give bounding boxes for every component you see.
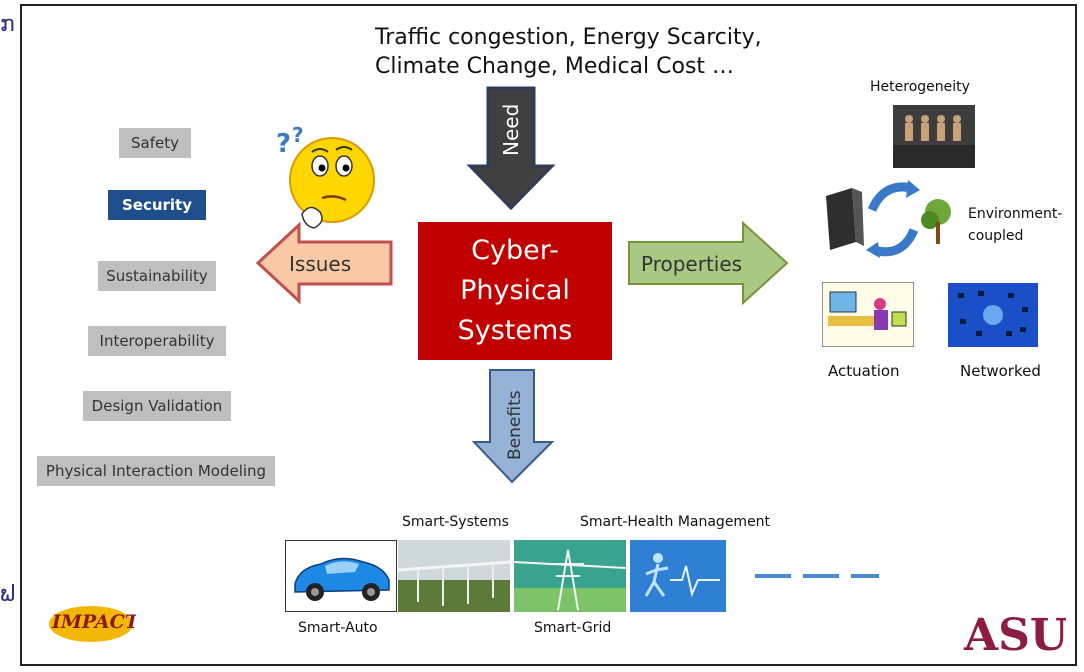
heterogeneity-image	[893, 105, 975, 168]
edge-mark-bottom-icon: ຟ	[0, 582, 16, 607]
svg-text:?: ?	[276, 129, 291, 159]
smart-auto-image	[285, 540, 397, 612]
issue-sustainability: Sustainability	[98, 261, 216, 291]
cps-block: Cyber- Physical Systems	[418, 222, 612, 360]
title-line-2: Climate Change, Medical Cost …	[375, 54, 735, 79]
environment-coupled-label: Environment- coupled	[968, 203, 1062, 247]
smart-health-image	[630, 540, 726, 612]
smart-systems-image	[398, 540, 510, 612]
slide-title: Traffic congestion, Energy Scarcity, Cli…	[375, 23, 762, 81]
issue-interoperability: Interoperability	[88, 326, 226, 356]
benefits-arrow: Benefits	[471, 369, 555, 484]
smart-systems-label: Smart-Systems	[402, 514, 509, 530]
cps-line-1: Cyber-	[471, 235, 559, 266]
properties-label: Properties	[641, 252, 742, 276]
edge-mark-top-icon: ກ	[0, 12, 15, 37]
actuation-image	[822, 282, 914, 347]
asu-logo-icon: ASU	[963, 610, 1066, 658]
environment-line-1: Environment-	[968, 206, 1063, 222]
asu-logo-text: ASU	[963, 610, 1066, 658]
networked-image	[948, 283, 1038, 347]
environment-coupled-image	[826, 180, 951, 258]
smart-auto-label: Smart-Auto	[298, 620, 378, 636]
impact-logo-text: IMPACT	[51, 611, 136, 633]
environment-line-2: coupled	[968, 228, 1024, 244]
smart-grid-image	[514, 540, 626, 612]
cps-line-3: Systems	[457, 315, 573, 346]
need-label: Need	[499, 104, 523, 156]
issue-physical-interaction-modeling: Physical Interaction Modeling	[37, 456, 275, 486]
actuation-label: Actuation	[828, 362, 900, 380]
need-arrow: Need	[466, 86, 556, 211]
title-line-1: Traffic congestion, Energy Scarcity,	[375, 25, 762, 50]
impact-logo-icon: IMPACT	[49, 606, 136, 642]
issue-safety: Safety	[119, 128, 191, 158]
more-benefits-dashes	[755, 574, 879, 578]
cps-line-2: Physical	[460, 275, 570, 306]
issues-label: Issues	[289, 252, 351, 276]
properties-arrow: Properties	[628, 220, 789, 306]
networked-label: Networked	[960, 362, 1041, 380]
heterogeneity-label: Heterogeneity	[870, 79, 970, 95]
smart-health-label: Smart-Health Management	[580, 514, 771, 530]
benefits-label: Benefits	[505, 390, 525, 460]
thinking-face-icon: ? ?	[276, 123, 375, 229]
issue-design-validation: Design Validation	[83, 391, 231, 421]
issues-arrow: Issues	[255, 222, 393, 304]
issue-security: Security	[108, 190, 206, 220]
smart-grid-label: Smart-Grid	[534, 620, 612, 636]
svg-text:?: ?	[292, 123, 304, 147]
